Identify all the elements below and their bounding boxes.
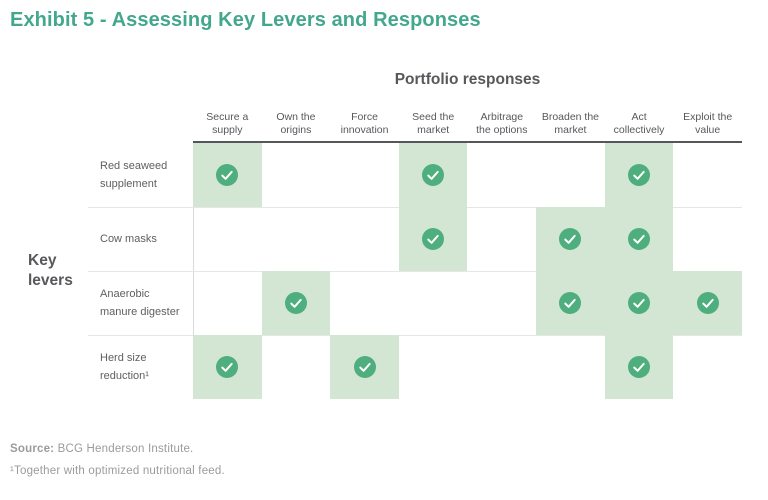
matrix-cell-checked [193, 143, 262, 207]
row-label: Herd size reduction¹ [100, 351, 149, 382]
check-icon [559, 292, 582, 314]
check-icon [628, 292, 651, 314]
header-underline [193, 141, 742, 143]
check-icon [216, 164, 239, 186]
source-text: BCG Henderson Institute. [54, 443, 194, 455]
matrix-cell-checked [604, 335, 674, 399]
exhibit-title: Exhibit 5 - Assessing Key Levers and Res… [10, 9, 481, 31]
source-label: Source: [10, 443, 55, 455]
matrix-cell-checked [536, 271, 605, 335]
row-divider [88, 271, 742, 272]
check-icon [628, 164, 651, 186]
check-icon [422, 164, 445, 186]
footnote: ¹Together with optimized nutritional fee… [10, 465, 225, 477]
matrix-cell-checked [604, 143, 674, 207]
column-header: Secure a supply [206, 110, 249, 137]
row-label: Anaerobic manure digester [100, 287, 180, 318]
column-header: Own the origins [276, 110, 316, 137]
column-header: Force innovation [340, 110, 389, 137]
check-icon [353, 356, 376, 378]
row-divider [88, 335, 742, 336]
check-icon [284, 292, 307, 314]
column-axis-title: Portfolio responses [394, 71, 541, 88]
column-header: Exploit the value [683, 110, 733, 137]
column-header: Seed the market [412, 110, 455, 137]
matrix-cell-checked [604, 271, 674, 335]
matrix-cell-checked [398, 207, 468, 271]
row-label: Cow masks [100, 232, 157, 245]
check-icon [628, 356, 651, 378]
check-icon [559, 228, 582, 250]
matrix-cell-checked [673, 271, 742, 335]
matrix-cell-checked [398, 143, 468, 207]
matrix-cell-checked [604, 207, 674, 271]
row-label: Red seaweed supplement [100, 159, 168, 190]
matrix-cell-checked [536, 207, 605, 271]
check-icon [628, 228, 651, 250]
column-header: Act collectively [613, 110, 665, 137]
source-line: Source: BCG Henderson Institute. [10, 443, 193, 455]
row-axis-title: Key levers [28, 252, 73, 290]
check-icon [216, 356, 239, 378]
matrix-cell-checked [193, 335, 262, 399]
matrix-cell-checked [261, 271, 331, 335]
check-icon [422, 228, 445, 250]
column-header: Broaden the market [541, 110, 600, 137]
column-header: Arbitrage the options [476, 110, 528, 137]
check-icon [696, 292, 719, 314]
matrix-cell-checked [330, 335, 399, 399]
